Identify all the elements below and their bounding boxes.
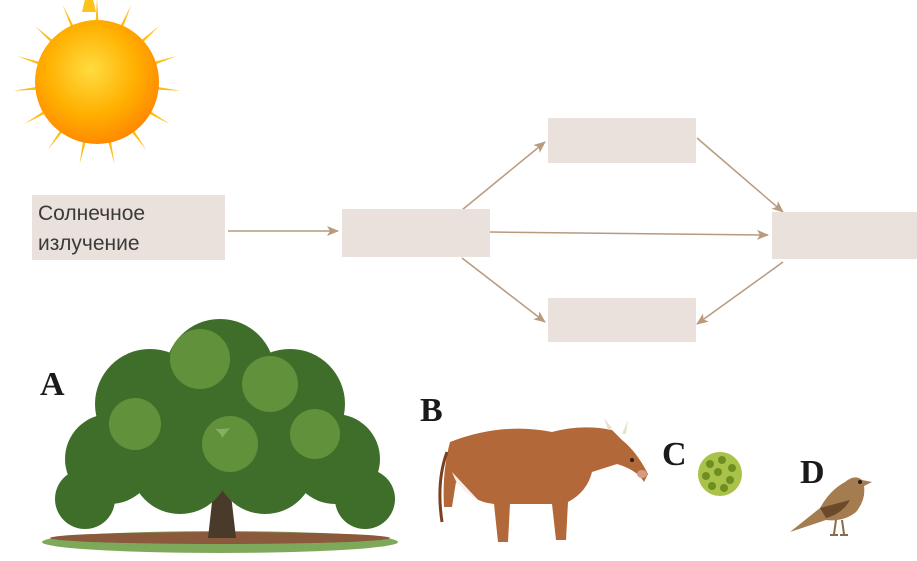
arrow-top-to-right [696, 137, 784, 213]
consumer-bottom-box [548, 298, 696, 342]
cow-icon [438, 418, 648, 542]
decomposer-right-box [772, 212, 917, 259]
source-box-label: Солнечное излучение [38, 202, 146, 255]
bird-icon [790, 477, 872, 536]
arrow-right-to-bottom [696, 261, 784, 325]
arrow-producer-to-right [489, 229, 769, 240]
arrow-producer-to-top [461, 141, 546, 211]
consumer-top-box [548, 118, 696, 163]
tree-icon [42, 319, 398, 553]
organism-label-d: D [800, 454, 825, 491]
source-box: Солнечное излучение [32, 195, 225, 260]
organism-label-b: B [420, 392, 443, 429]
algae-icon [698, 452, 742, 496]
arrow-producer-to-bottom [461, 257, 546, 323]
producer-box [342, 209, 490, 257]
organism-label-c: C [662, 436, 687, 473]
organism-label-a: A [40, 366, 65, 403]
sun-icon [13, 0, 181, 165]
